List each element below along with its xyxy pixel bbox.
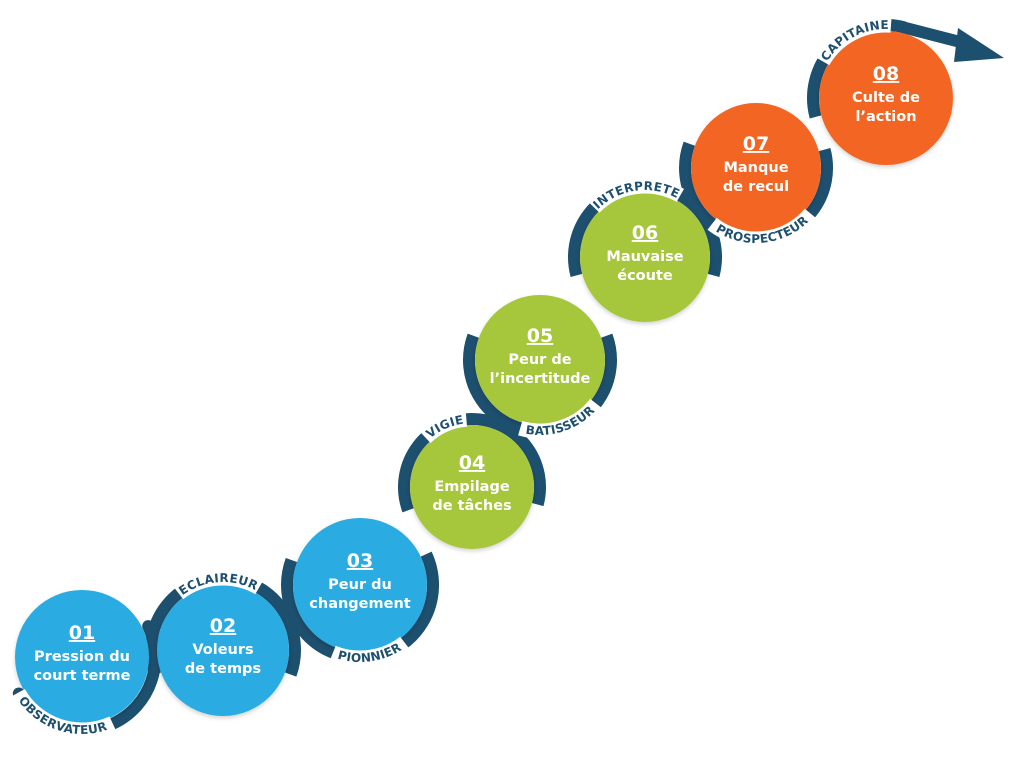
step-title-line: Voleurs bbox=[192, 642, 253, 658]
ribbon-segment bbox=[398, 413, 546, 513]
step-number: 05 bbox=[527, 325, 553, 347]
step-circle bbox=[15, 590, 149, 724]
step-number: 07 bbox=[743, 133, 769, 155]
step-title-line: changement bbox=[309, 596, 411, 612]
step-circle bbox=[580, 192, 710, 322]
step-title-line: Empilage bbox=[434, 479, 509, 495]
step-circle bbox=[819, 31, 953, 165]
step-title-line: Manque bbox=[723, 160, 788, 176]
step-circle bbox=[691, 103, 821, 233]
step-title-line: Pression du bbox=[34, 649, 130, 665]
step-title-line: de temps bbox=[185, 661, 261, 677]
step-title-line: Peur du bbox=[328, 577, 392, 593]
step-circle bbox=[293, 518, 427, 652]
step-circle bbox=[410, 425, 534, 549]
role-label-band bbox=[707, 208, 817, 247]
step-circle bbox=[157, 584, 289, 716]
step-title-line: Culte de bbox=[852, 90, 920, 106]
step-title-line: de tâches bbox=[432, 498, 511, 514]
step-number: 08 bbox=[873, 63, 899, 85]
step-number: 02 bbox=[210, 615, 236, 637]
step-number: 01 bbox=[69, 622, 95, 644]
role-label-band bbox=[173, 570, 263, 600]
step-title-line: Peur de bbox=[508, 352, 571, 368]
step-title-line: Mauvaise bbox=[606, 249, 683, 265]
role-label-band bbox=[518, 398, 603, 439]
step-number: 06 bbox=[632, 222, 658, 244]
step-title-line: court terme bbox=[34, 668, 131, 684]
step-number: 04 bbox=[459, 452, 485, 474]
step-title-line: l’incertitude bbox=[490, 371, 591, 387]
role-label-band bbox=[330, 636, 410, 666]
role-label-band bbox=[420, 411, 468, 444]
role-label-band bbox=[816, 17, 892, 66]
step-title-line: l’action bbox=[855, 109, 916, 125]
role-label-band bbox=[11, 688, 116, 738]
step-number: 03 bbox=[347, 550, 373, 572]
step-title-line: écoute bbox=[617, 268, 673, 284]
step-circle bbox=[475, 295, 605, 425]
arrow-head-icon bbox=[954, 28, 1004, 62]
step-title-line: de recul bbox=[723, 179, 789, 195]
role-label-band bbox=[588, 178, 685, 213]
